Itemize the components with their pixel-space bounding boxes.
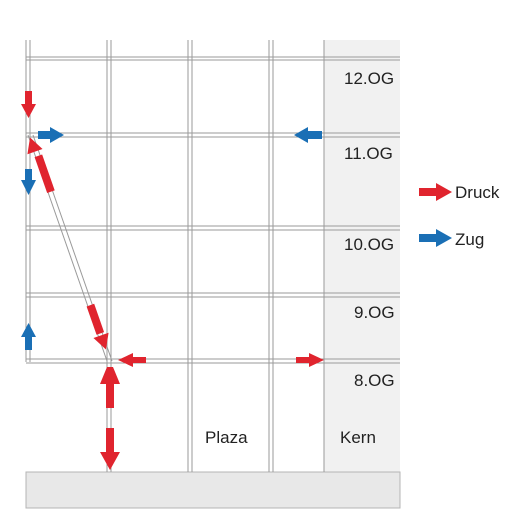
compression-arrow (100, 367, 120, 408)
force-arrows (21, 91, 324, 470)
core-label: Kern (340, 428, 376, 447)
compression-arrow (27, 137, 43, 155)
compression-arrow (21, 91, 36, 118)
slab-10og (26, 225, 400, 231)
tension-arrow (21, 169, 36, 195)
legend: Druck Zug (419, 183, 500, 249)
floor-label-8og: 8.OG (354, 371, 395, 390)
column-4 (268, 40, 274, 472)
core-area (324, 40, 400, 472)
compression-arrow (100, 428, 120, 470)
floor-label-9og: 9.OG (354, 303, 395, 322)
floor-label-10og: 10.OG (344, 235, 394, 254)
compression-arrow (86, 303, 105, 335)
compression-arrow (296, 353, 324, 367)
plaza-label: Plaza (205, 428, 248, 447)
compression-arrow (118, 353, 146, 367)
column-3 (187, 40, 193, 472)
compression-arrow (93, 332, 109, 350)
legend-zug-arrow (419, 229, 452, 247)
column-1 (25, 40, 31, 362)
ground-slab (25, 471, 401, 509)
compression-arrow (34, 154, 55, 193)
legend-item-druck: Druck (419, 183, 500, 202)
slab-11og (26, 132, 400, 138)
legend-item-zug: Zug (419, 229, 484, 249)
tension-arrow (294, 127, 322, 143)
tension-arrow (21, 323, 36, 350)
floor-label-12og: 12.OG (344, 69, 394, 88)
building-frame (25, 40, 400, 472)
floor-label-11og: 11.OG (344, 144, 393, 163)
legend-druck-arrow (419, 183, 452, 201)
slab-8og (26, 358, 400, 364)
slab-12og (26, 56, 400, 61)
legend-zug-label: Zug (455, 230, 484, 249)
legend-druck-label: Druck (455, 183, 500, 202)
tension-arrow (38, 127, 64, 143)
